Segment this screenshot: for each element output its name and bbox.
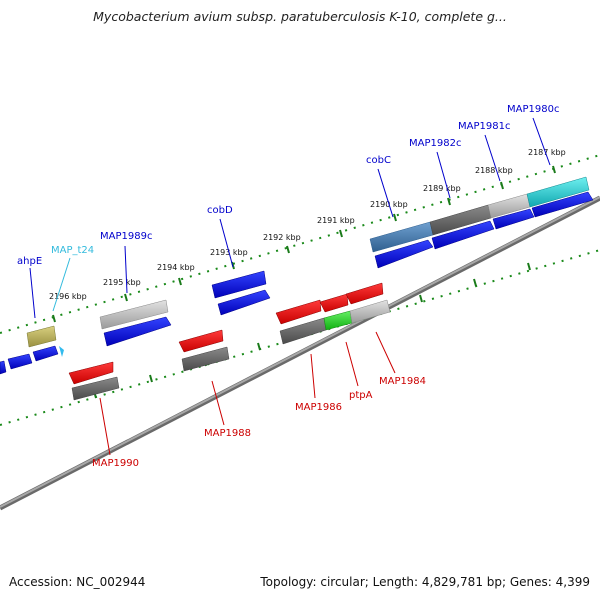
gene-label-MAP1988[interactable]: MAP1988 bbox=[204, 428, 251, 439]
kbp-label-2187: 2187 kbp bbox=[528, 148, 566, 157]
cds-arrow-1[interactable] bbox=[7, 353, 33, 370]
backbone bbox=[0, 195, 600, 511]
gene-label-cobD[interactable]: cobD bbox=[207, 205, 233, 216]
MAP1988-feature[interactable] bbox=[181, 346, 230, 372]
gene-labels: ahpE MAP_t24 MAP1989c cobD cobC MAP1982c… bbox=[17, 104, 559, 469]
callout-cobC bbox=[377, 168, 394, 218]
callout-lines bbox=[29, 117, 551, 456]
callout-MAP1989c bbox=[124, 245, 128, 294]
kbp-label-2195: 2195 kbp bbox=[103, 278, 141, 287]
callout-MAP1990 bbox=[99, 397, 111, 456]
gene-label-MAP1990[interactable]: MAP1990 bbox=[92, 458, 139, 469]
gene-label-MAP_t24[interactable]: MAP_t24 bbox=[51, 245, 94, 256]
callout-MAP1986 bbox=[310, 353, 316, 399]
trna-marker[interactable] bbox=[59, 346, 64, 357]
kbp-label-2194: 2194 kbp bbox=[157, 263, 195, 272]
cds-arrow-MAP1986[interactable] bbox=[275, 299, 322, 325]
MAP1984-feature[interactable] bbox=[349, 299, 391, 324]
callout-MAP1984 bbox=[375, 331, 396, 374]
cds-arrow-MAP1981c[interactable] bbox=[492, 208, 535, 230]
cds-arrow-MAP1988[interactable] bbox=[178, 329, 224, 353]
topology-summary-text: Topology: circular; Length: 4,829,781 bp… bbox=[260, 575, 590, 589]
forward-strand-features bbox=[0, 176, 594, 375]
callout-cobD bbox=[219, 218, 234, 268]
cds-arrow-cobD-a[interactable] bbox=[211, 270, 267, 299]
gene-label-ptpA[interactable]: ptpA bbox=[349, 390, 373, 401]
gene-label-ahpE[interactable]: ahpE bbox=[17, 256, 42, 267]
cds-arrow-edge[interactable] bbox=[0, 360, 7, 375]
backbone-line bbox=[0, 196, 600, 508]
kbp-label-2188: 2188 kbp bbox=[475, 166, 513, 175]
cds-arrow-cobD-b[interactable] bbox=[217, 289, 271, 316]
accession-text: Accession: NC_002944 bbox=[9, 575, 146, 589]
callout-MAP1982c bbox=[436, 151, 451, 199]
callout-ahpE bbox=[29, 267, 36, 319]
kbp-label-2189: 2189 kbp bbox=[423, 184, 461, 193]
callout-ptpA bbox=[345, 341, 359, 387]
map-title: Mycobacterium avium subsp. paratuberculo… bbox=[93, 9, 507, 24]
kbp-label-2196: 2196 kbp bbox=[49, 292, 87, 301]
cds-arrow-cobC[interactable] bbox=[374, 239, 434, 269]
reverse-strand-features bbox=[68, 282, 391, 401]
callout-MAP_t24 bbox=[52, 257, 71, 312]
gene-label-cobC[interactable]: cobC bbox=[366, 155, 391, 166]
cds-arrow-2[interactable] bbox=[32, 345, 59, 362]
callout-MAP1980c bbox=[532, 117, 551, 166]
cds-arrow-MAP1990[interactable] bbox=[68, 361, 114, 385]
cds-arrow-MAP1982c[interactable] bbox=[431, 220, 495, 250]
cds-arrow-MAP1980c[interactable] bbox=[531, 191, 594, 218]
cds-arrow-ptpA[interactable] bbox=[319, 293, 349, 313]
kbp-label-2192: 2192 kbp bbox=[263, 233, 301, 242]
gene-label-MAP1980c[interactable]: MAP1980c bbox=[507, 104, 559, 115]
gene-label-MAP1989c[interactable]: MAP1989c bbox=[100, 231, 152, 242]
callout-MAP1981c bbox=[484, 134, 501, 182]
gene-label-MAP1986[interactable]: MAP1986 bbox=[295, 402, 342, 413]
gene-label-MAP1982c[interactable]: MAP1982c bbox=[409, 138, 461, 149]
kbp-label-2191: 2191 kbp bbox=[317, 216, 355, 225]
ruler-outer-major-ticks bbox=[52, 165, 556, 323]
ahpE-feature[interactable] bbox=[26, 325, 57, 348]
cds-arrow-MAP1984[interactable] bbox=[345, 282, 384, 305]
cds-arrow-MAP1989c[interactable] bbox=[103, 316, 172, 347]
MAP1990-feature[interactable] bbox=[71, 376, 120, 401]
MAP1989c-feature[interactable] bbox=[99, 299, 169, 330]
callout-MAP1988 bbox=[211, 380, 225, 426]
gene-label-MAP1984[interactable]: MAP1984 bbox=[379, 376, 426, 387]
MAP1980c-feature[interactable] bbox=[526, 176, 590, 208]
gene-label-MAP1981c[interactable]: MAP1981c bbox=[458, 121, 510, 132]
